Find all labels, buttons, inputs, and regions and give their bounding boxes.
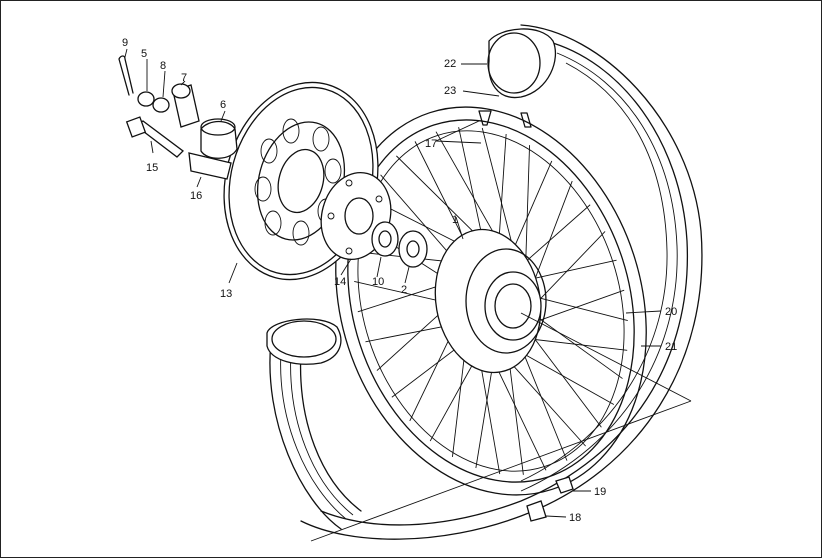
callout-1: 1 <box>452 214 458 226</box>
axle-small-parts <box>118 55 238 180</box>
bearings <box>371 221 428 268</box>
callout-7: 7 <box>181 72 187 84</box>
valve-and-nipples <box>478 110 574 522</box>
callout-9: 9 <box>122 37 128 49</box>
callout-23: 23 <box>444 85 456 97</box>
callout-6: 6 <box>220 99 226 111</box>
callout-labels: 9 5 8 7 6 15 16 13 14 10 2 1 17 22 23 20… <box>122 37 677 524</box>
callout-8: 8 <box>160 60 166 72</box>
tire <box>266 24 703 540</box>
callout-15: 15 <box>146 162 158 174</box>
rim <box>335 106 647 496</box>
hub <box>434 228 547 374</box>
callout-14: 14 <box>334 276 346 288</box>
callout-21: 21 <box>665 341 677 353</box>
spoke <box>523 259 617 282</box>
callout-2: 2 <box>401 284 407 296</box>
callout-16: 16 <box>190 190 202 202</box>
leader-lines <box>124 48 692 542</box>
callout-19: 19 <box>594 486 606 498</box>
spokes <box>354 127 628 475</box>
callout-10: 10 <box>372 276 384 288</box>
callout-17: 17 <box>425 138 437 150</box>
spoke <box>526 308 623 379</box>
callout-18: 18 <box>569 512 581 524</box>
callout-13: 13 <box>220 288 232 300</box>
spoke <box>526 294 628 322</box>
callout-20: 20 <box>665 306 677 318</box>
callout-5: 5 <box>141 48 147 60</box>
callout-22: 22 <box>444 58 456 70</box>
